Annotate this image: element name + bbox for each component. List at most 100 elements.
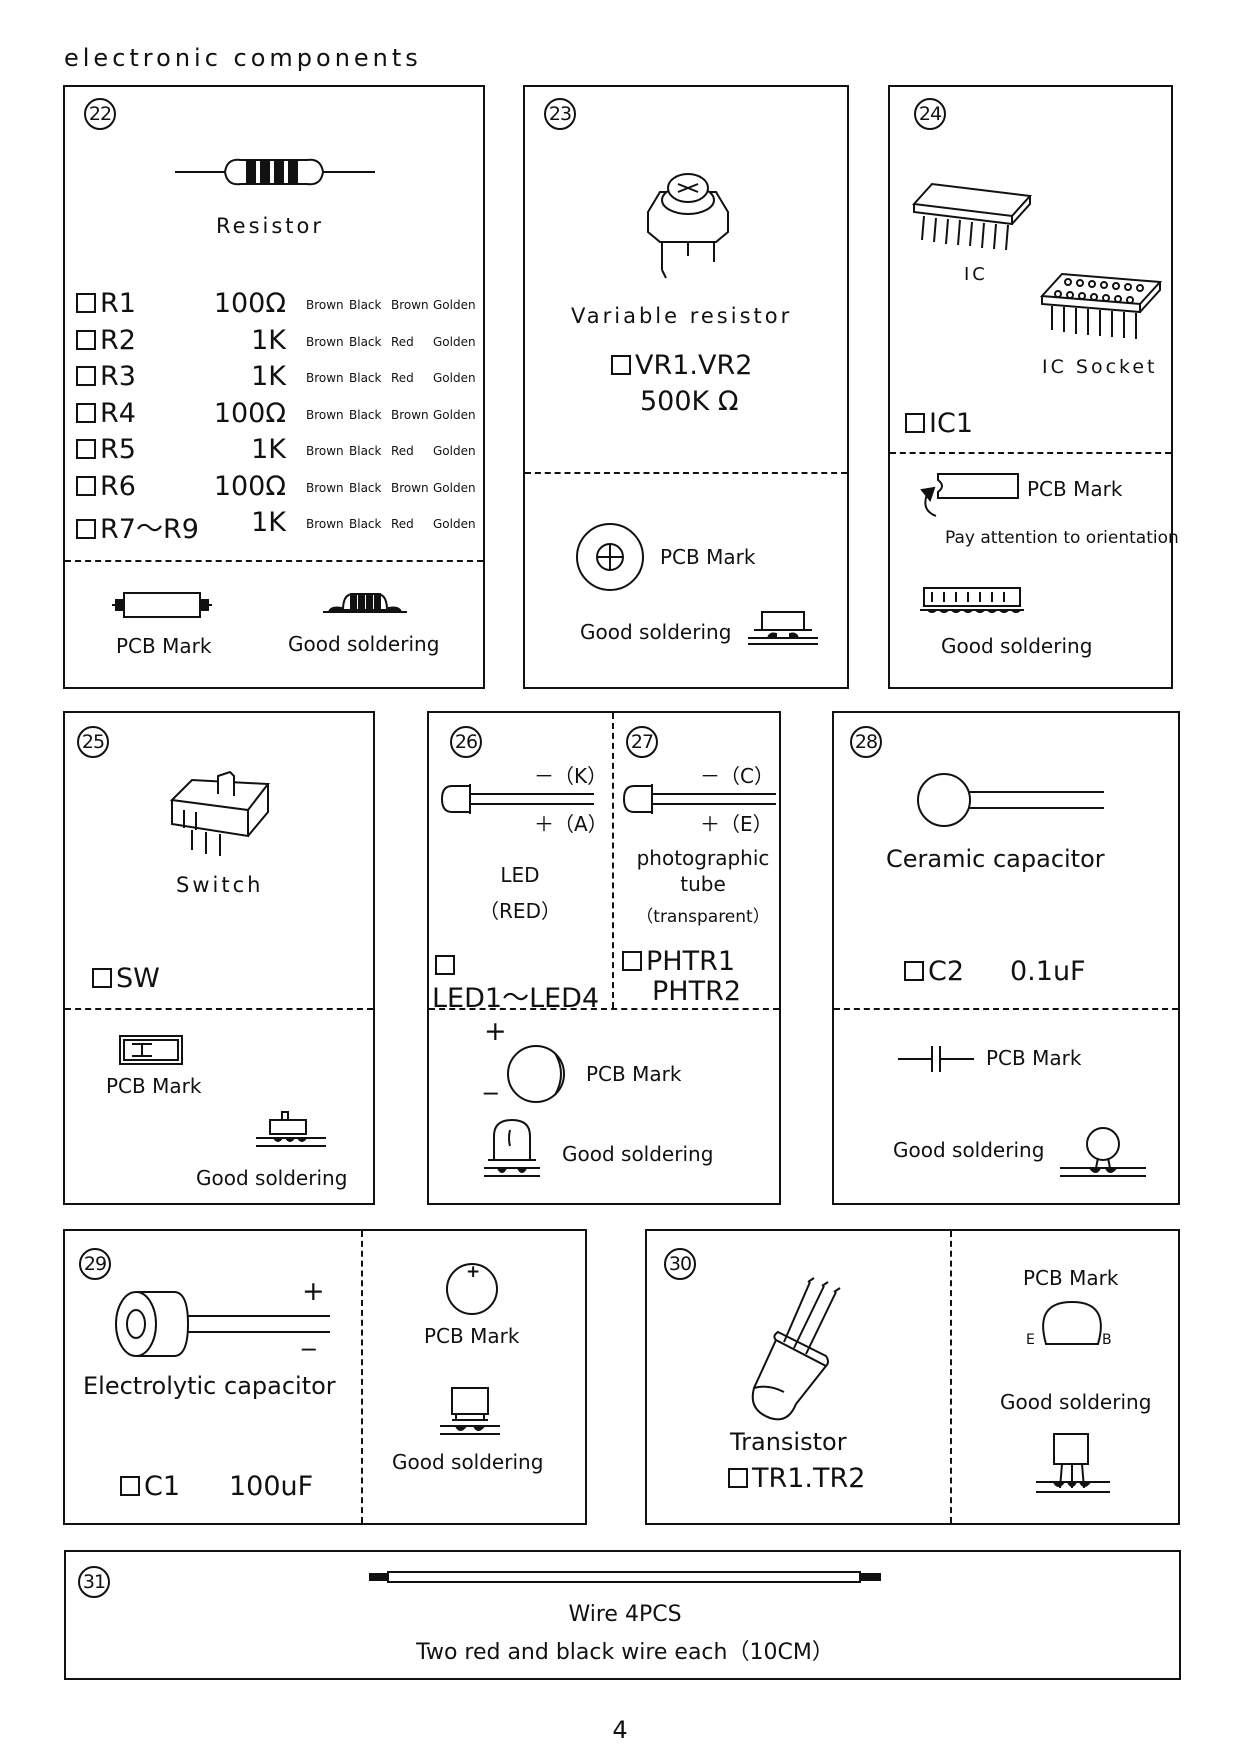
color-band-label: Golden	[433, 407, 476, 422]
ic-label: IC	[964, 264, 988, 285]
color-band-label: Black	[349, 444, 382, 458]
checkbox[interactable]	[611, 355, 631, 375]
item-number: 22	[84, 98, 116, 130]
good-soldering-label: Good soldering	[392, 1450, 544, 1474]
resistor-ref: R2	[76, 325, 136, 356]
component-name: Resistor	[216, 214, 324, 238]
color-band-label: Brown	[306, 407, 344, 422]
pcb-plus-sign: +	[466, 1262, 481, 1282]
resistor-value: 100Ω	[213, 470, 286, 502]
component-ref: C2	[904, 956, 964, 987]
capacitor-plus-sign: +	[302, 1276, 325, 1307]
led-icon	[440, 784, 594, 814]
color-band-label: Brown	[306, 298, 344, 312]
item-number: 26	[450, 726, 482, 758]
component-name: Electrolytic capacitor	[83, 1372, 336, 1400]
box-ceramic-capacitor	[832, 711, 1180, 1205]
led-cathode-label: －（K）	[534, 764, 608, 788]
pcb-mark-label: PCB Mark	[1027, 477, 1123, 501]
ref-text: R5	[100, 434, 136, 465]
color-band-label: Black	[349, 334, 382, 349]
ic-socket-label: IC Socket	[1042, 356, 1158, 378]
color-band-label: Brown	[391, 480, 429, 495]
resistor-ref: R1	[76, 288, 136, 319]
ic-pcb-mark-icon	[920, 473, 1019, 517]
wire-icon	[369, 1571, 881, 1583]
component-ref: C1	[120, 1471, 180, 1502]
checkbox[interactable]	[905, 413, 925, 433]
switch-icon	[169, 770, 270, 856]
good-soldering-label: Good soldering	[580, 620, 732, 644]
good-soldering-label: Good soldering	[1000, 1390, 1152, 1414]
item-number: 28	[850, 726, 882, 758]
checkbox[interactable]	[904, 961, 924, 981]
pcb-minus-sign: _	[484, 1064, 498, 1095]
phototube-emitter-label: ＋（E）	[700, 812, 773, 836]
resistor-value: 1K	[251, 434, 286, 465]
switch-soldering-icon	[256, 1111, 326, 1147]
color-band-label: Golden	[433, 444, 476, 458]
component-ref: VR1.VR2	[611, 350, 752, 381]
color-band-label: Black	[349, 407, 382, 422]
color-band-label: Red	[391, 517, 414, 531]
color-band-label: Golden	[433, 298, 476, 312]
capacitor-minus-sign: _	[302, 1320, 316, 1351]
electrolytic-capacitor-icon	[115, 1291, 330, 1357]
good-soldering-label: Good soldering	[196, 1166, 348, 1190]
good-soldering-label: Good soldering	[941, 634, 1093, 658]
checkbox[interactable]	[76, 402, 96, 423]
color-band-label: Golden	[433, 371, 476, 385]
color-band-label: Brown	[306, 371, 344, 385]
component-value: 100uF	[229, 1471, 314, 1502]
orientation-note: Pay attention to orientation	[945, 528, 1179, 548]
page-number: 4	[612, 1716, 628, 1744]
component-note: （transparent）	[636, 907, 770, 927]
ref-text: R4	[100, 397, 136, 429]
color-band-label: Brown	[306, 480, 344, 495]
resistor-ref: R6	[76, 471, 136, 502]
item-number: 23	[544, 98, 576, 130]
checkbox[interactable]	[76, 439, 96, 459]
color-band-label: Red	[391, 334, 414, 349]
switch-pcb-mark-icon	[119, 1035, 183, 1065]
pcb-mark-label: PCB Mark	[1023, 1266, 1119, 1290]
component-name: Variable resistor	[571, 304, 793, 328]
checkbox[interactable]	[92, 968, 112, 988]
ref-text: R1	[100, 288, 136, 319]
resistor-ref: R7～R9	[76, 507, 199, 546]
component-name: tube	[680, 872, 726, 896]
dashed-divider	[950, 1231, 952, 1523]
resistor-icon	[175, 158, 375, 186]
checkbox[interactable]	[728, 1468, 748, 1488]
checkbox[interactable]	[76, 366, 96, 386]
box-transistor	[645, 1229, 1180, 1525]
checkbox[interactable]	[76, 293, 96, 313]
resistor-ref: R3	[76, 361, 136, 392]
checkbox[interactable]	[622, 951, 642, 971]
variable-resistor-soldering-icon	[748, 611, 818, 645]
good-soldering-label: Good soldering	[288, 632, 440, 656]
checkbox[interactable]	[435, 950, 455, 981]
checkbox[interactable]	[76, 329, 96, 350]
dashed-divider	[65, 560, 483, 562]
color-band-label: Black	[349, 480, 382, 495]
resistor-ref: R5	[76, 434, 136, 465]
ref-text: PHTR1	[646, 946, 736, 977]
color-band-label: Golden	[433, 517, 476, 531]
checkbox[interactable]	[120, 1476, 140, 1496]
checkbox[interactable]	[76, 475, 96, 496]
component-name: LED	[500, 863, 540, 887]
wire-quantity: Wire 4PCS	[568, 1602, 682, 1627]
variable-resistor-pcb-mark-icon	[576, 523, 644, 591]
dashed-divider	[429, 1008, 779, 1010]
component-name: photographic	[636, 846, 770, 870]
component-name: Ceramic capacitor	[886, 845, 1105, 873]
variable-resistor-icon	[647, 173, 729, 279]
checkbox[interactable]	[76, 519, 96, 539]
